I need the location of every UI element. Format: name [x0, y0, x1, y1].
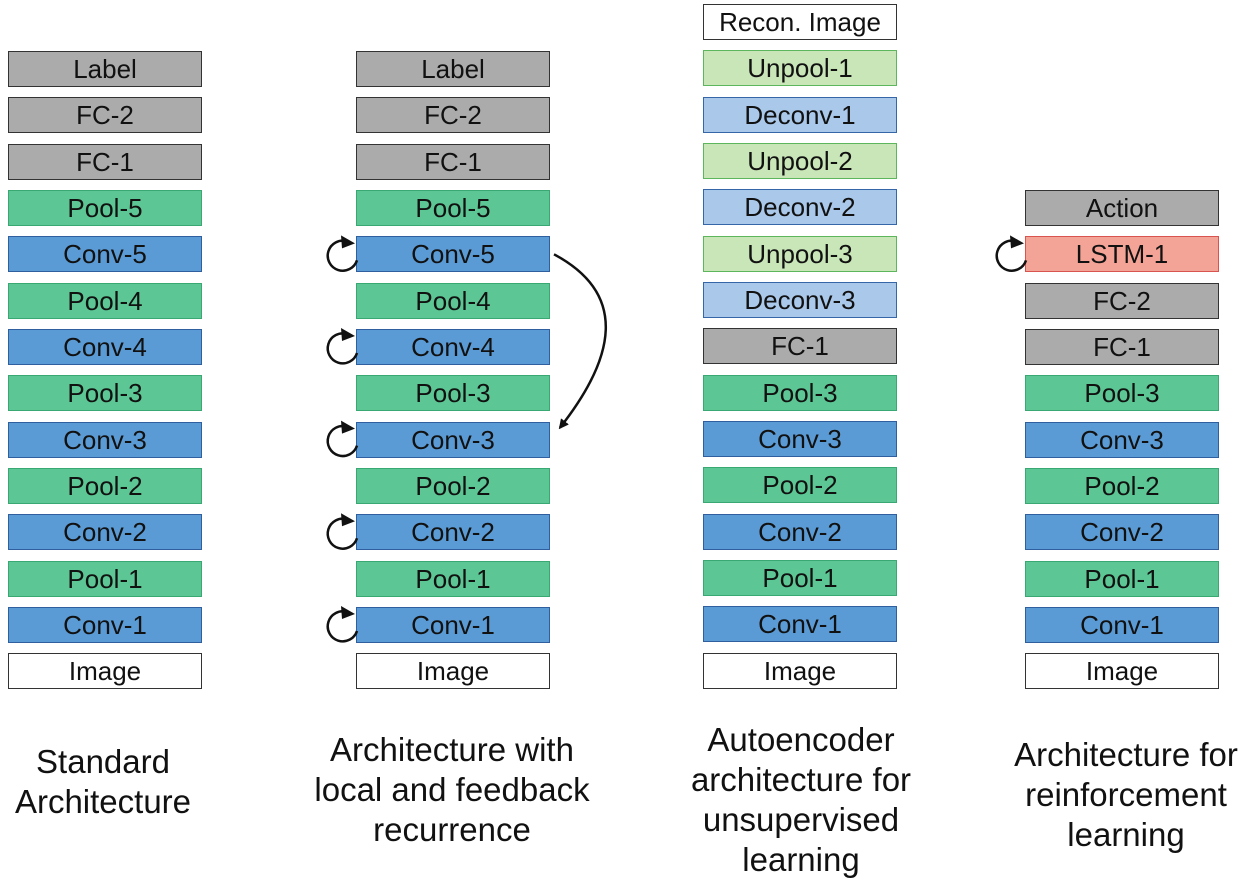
layer-pool-4: Pool-4: [8, 282, 202, 319]
recurrence-loop-icon: [326, 610, 359, 643]
caption-line: Autoencoder: [707, 721, 895, 758]
layer-conv-4: Conv-4: [356, 328, 550, 365]
layer-fc-1: FC-1: [703, 328, 897, 365]
layer-pool-1: Pool-1: [1025, 560, 1219, 597]
layer-image: Image: [356, 653, 550, 690]
layer-pool-5: Pool-5: [8, 189, 202, 226]
recurrence-arrowhead-icon: [341, 327, 355, 341]
layer-conv-2: Conv-2: [356, 514, 550, 551]
layer-pool-3: Pool-3: [356, 375, 550, 412]
layer-label: Label: [8, 51, 202, 87]
caption-line: reinforcement: [1025, 776, 1227, 813]
layer-image: Image: [1025, 653, 1219, 690]
recurrence-loop-icon: [995, 239, 1028, 272]
layer-image: Image: [8, 653, 202, 690]
caption-line: recurrence: [373, 811, 531, 848]
caption-line: Architecture: [14, 783, 192, 820]
layer-pool-1: Pool-1: [356, 560, 550, 597]
layer-conv-3: Conv-3: [703, 420, 897, 457]
layer-label: Label: [356, 51, 550, 87]
layer-pool-4: Pool-4: [356, 282, 550, 319]
layer-fc-1: FC-1: [1025, 328, 1219, 365]
layer-deconv-1: Deconv-1: [703, 96, 897, 133]
caption-line: architecture for: [690, 761, 912, 798]
recurrence-loop-icon: [326, 239, 359, 272]
caption-line: Standard: [36, 743, 170, 780]
layer-conv-3: Conv-3: [356, 421, 550, 458]
layer-unpool-1: Unpool-1: [703, 50, 897, 87]
layer-conv-5: Conv-5: [8, 236, 202, 273]
layer-conv-3: Conv-3: [1025, 421, 1219, 458]
layer-pool-2: Pool-2: [8, 467, 202, 504]
caption-line: learning: [742, 841, 860, 878]
layer-recon-image: Recon. Image: [703, 4, 897, 40]
layer-image: Image: [703, 652, 897, 689]
recurrence-loop-icon: [326, 424, 359, 458]
layer-fc-2: FC-2: [8, 97, 202, 134]
layer-conv-1: Conv-1: [1025, 606, 1219, 643]
caption-line: Architecture for: [1014, 736, 1238, 773]
caption-line: local and feedback: [314, 771, 590, 808]
layer-conv-2: Conv-2: [8, 514, 202, 551]
layer-conv-1: Conv-1: [356, 606, 550, 643]
layer-fc-1: FC-1: [356, 143, 550, 180]
layer-fc-2: FC-2: [356, 97, 550, 134]
recurrence-loop-icon: [326, 517, 359, 550]
layer-action: Action: [1025, 190, 1219, 226]
recurrence-arrowhead-icon: [341, 605, 355, 619]
layer-fc-1: FC-1: [8, 143, 202, 180]
recurrence-arrowhead-icon: [341, 513, 355, 527]
recurrence-loop-icon: [326, 332, 359, 365]
caption-line: learning: [1067, 816, 1185, 853]
layer-pool-3: Pool-3: [8, 375, 202, 412]
layer-conv-1: Conv-1: [8, 606, 202, 643]
layer-conv-3: Conv-3: [8, 421, 202, 458]
layer-conv-1: Conv-1: [703, 606, 897, 643]
layer-lstm-1: LSTM-1: [1025, 236, 1219, 273]
layer-pool-3: Pool-3: [703, 374, 897, 411]
layer-pool-2: Pool-2: [1025, 467, 1219, 504]
layer-conv-2: Conv-2: [703, 513, 897, 550]
layer-deconv-2: Deconv-2: [703, 189, 897, 226]
recurrence-arrowhead-icon: [341, 420, 355, 434]
recurrence-arrowhead-icon: [341, 235, 355, 249]
layer-unpool-3: Unpool-3: [703, 235, 897, 272]
layer-unpool-2: Unpool-2: [703, 142, 897, 179]
layer-fc-2: FC-2: [1025, 282, 1219, 319]
layer-pool-1: Pool-1: [8, 560, 202, 597]
feedback-arrow: [553, 253, 607, 430]
layer-pool-2: Pool-2: [356, 467, 550, 504]
layer-deconv-3: Deconv-3: [703, 281, 897, 318]
recurrence-arrowhead-icon: [1010, 235, 1024, 249]
layer-pool-5: Pool-5: [356, 189, 550, 226]
layer-conv-2: Conv-2: [1025, 514, 1219, 551]
layer-conv-4: Conv-4: [8, 328, 202, 365]
caption-line: unsupervised: [702, 801, 900, 838]
layer-pool-1: Pool-1: [703, 559, 897, 596]
layer-pool-3: Pool-3: [1025, 375, 1219, 412]
layer-conv-5: Conv-5: [356, 236, 550, 273]
caption-line: Architecture with: [330, 731, 574, 768]
layer-pool-2: Pool-2: [703, 467, 897, 504]
